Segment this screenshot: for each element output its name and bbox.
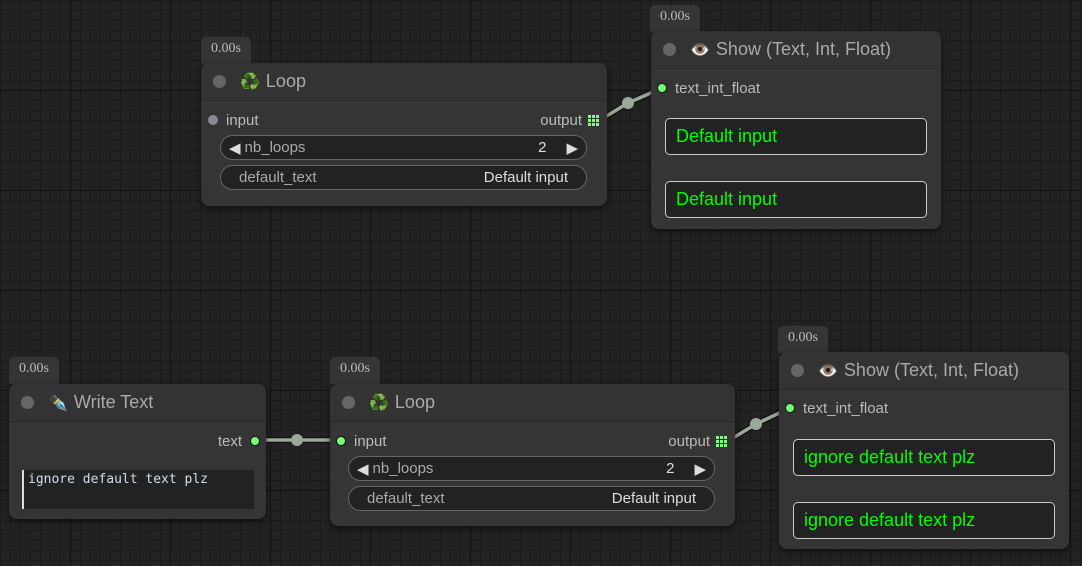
collapse-dot[interactable] xyxy=(791,364,804,377)
output-text-box[interactable]: Default input xyxy=(665,181,927,218)
widget-value: 2 xyxy=(538,139,547,156)
input-socket[interactable] xyxy=(208,115,218,125)
input-socket[interactable] xyxy=(336,436,346,446)
default-text-field[interactable]: default_text Default input xyxy=(348,486,715,511)
recycle-icon: ♻️ xyxy=(240,73,260,91)
show-node-2[interactable]: 👁️ Show (Text, Int, Float) text_int_float… xyxy=(779,352,1069,549)
node-title: Loop xyxy=(394,392,435,412)
link-midpoint[interactable] xyxy=(622,97,634,109)
write-text-node[interactable]: ✒️ Write Text text ignore default text pl… xyxy=(9,384,266,519)
collapse-dot[interactable] xyxy=(342,396,355,409)
eye-icon: 👁️ xyxy=(690,41,710,59)
loop-node-2[interactable]: ♻️ Loop input output ◀nb_loops 2 ▶ default_… xyxy=(330,384,735,526)
list-output-socket[interactable] xyxy=(716,435,727,447)
collapse-dot[interactable] xyxy=(213,75,226,88)
output-socket[interactable] xyxy=(250,436,260,446)
widget-label: nb_loops xyxy=(372,460,434,477)
default-text-field[interactable]: default_text Default input xyxy=(220,165,587,190)
input-label: text_int_float xyxy=(803,399,889,417)
increment-arrow-icon[interactable]: ▶ xyxy=(694,460,706,478)
exec-time-badge: 0.00s xyxy=(650,5,700,32)
link-midpoint[interactable] xyxy=(291,434,303,446)
collapse-dot[interactable] xyxy=(21,396,34,409)
input-socket[interactable] xyxy=(785,403,795,413)
exec-time-badge: 0.00s xyxy=(9,357,59,384)
increment-arrow-icon[interactable]: ▶ xyxy=(566,139,578,157)
show-node-1[interactable]: 👁️ Show (Text, Int, Float) text_int_float… xyxy=(651,31,941,229)
output-label: output xyxy=(668,432,710,450)
widget-label: nb_loops xyxy=(244,139,306,156)
exec-time-badge: 0.00s xyxy=(778,326,828,353)
text-input[interactable]: ignore default text plz xyxy=(22,470,254,509)
input-label: input xyxy=(354,432,387,450)
nb-loops-stepper[interactable]: ◀nb_loops 2 ▶ xyxy=(220,135,587,160)
node-title: Loop xyxy=(265,71,306,91)
recycle-icon: ♻️ xyxy=(369,394,389,412)
input-socket[interactable] xyxy=(657,83,667,93)
pen-icon: ✒️ xyxy=(48,394,68,412)
loop-node-1[interactable]: ♻️ Loop input output ◀nb_loops 2 ▶ default_… xyxy=(201,63,607,206)
output-label: output xyxy=(540,111,582,129)
node-title: Write Text xyxy=(73,392,154,412)
node-title: Show (Text, Int, Float) xyxy=(843,360,1019,380)
widget-label: default_text xyxy=(367,490,445,507)
widget-value: Default input xyxy=(483,169,568,186)
exec-time-badge: 0.00s xyxy=(330,357,380,384)
output-label: text xyxy=(217,432,242,450)
decrement-arrow-icon[interactable]: ◀ xyxy=(229,139,241,157)
output-text-box[interactable]: ignore default text plz xyxy=(793,502,1055,539)
link-midpoint[interactable] xyxy=(750,418,762,430)
widget-value: Default input xyxy=(611,490,696,507)
decrement-arrow-icon[interactable]: ◀ xyxy=(357,460,369,478)
output-text-box[interactable]: ignore default text plz xyxy=(793,439,1055,476)
widget-value: 2 xyxy=(666,460,675,477)
exec-time-badge: 0.00s xyxy=(201,37,251,64)
output-text-box[interactable]: Default input xyxy=(665,118,927,155)
input-label: text_int_float xyxy=(675,79,761,97)
collapse-dot[interactable] xyxy=(663,43,676,56)
nb-loops-stepper[interactable]: ◀nb_loops 2 ▶ xyxy=(348,456,715,481)
eye-icon: 👁️ xyxy=(818,362,838,380)
widget-label: default_text xyxy=(239,169,317,186)
node-title: Show (Text, Int, Float) xyxy=(715,39,891,59)
list-output-socket[interactable] xyxy=(588,114,599,126)
input-label: input xyxy=(226,111,259,129)
